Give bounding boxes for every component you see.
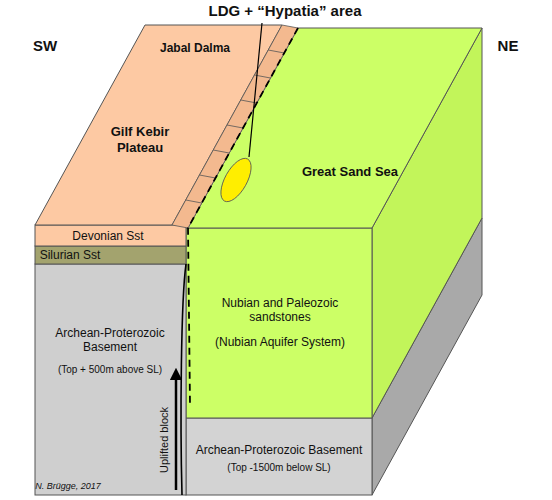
place-name: Great Sand Sea (302, 164, 398, 180)
uplift-arrow (175, 374, 178, 490)
uplifted-basement-face (35, 264, 186, 495)
leader-line (249, 23, 262, 157)
place-name: Jabal Dalma (160, 41, 230, 55)
fault-line (181, 264, 186, 495)
layer-name: Silurian Sst (40, 248, 101, 262)
scarp-tick (268, 50, 284, 53)
arrow-label: Uplifted block (158, 407, 171, 473)
layer-note: (Nubian Aquifer System) (215, 335, 345, 349)
scarp-tick (227, 125, 243, 128)
layer-name: Archean-Proterozoic Basement (48, 326, 173, 355)
direction-label: SW (33, 37, 57, 55)
layer-note: (Top + 500m above SL) (58, 364, 162, 376)
credit-note: N. Brügge, 2017 (35, 481, 101, 492)
scarp-tick (200, 175, 216, 178)
scarp-strip (172, 25, 298, 228)
direction-label: NE (498, 37, 519, 55)
layer-name: Archean-Proterozoic Basement (196, 443, 363, 457)
silurian-band (35, 246, 186, 264)
aquifer-front-face (186, 228, 372, 418)
scarp-tick (186, 200, 202, 203)
basement-front-face (186, 418, 372, 495)
layer-note: (Top -1500m below SL) (227, 462, 330, 474)
layer-name: Nubian and Paleozoic sandstones (210, 296, 350, 325)
place-name: Gilf Kebir Plateau (95, 124, 185, 155)
ldg-area-ellipse (215, 154, 258, 207)
scarp-tick (213, 150, 229, 153)
devonian-band (35, 225, 186, 246)
layer-name: Devonian Sst (72, 229, 143, 243)
callout-label: LDG + “Hypatia” area (209, 2, 362, 20)
